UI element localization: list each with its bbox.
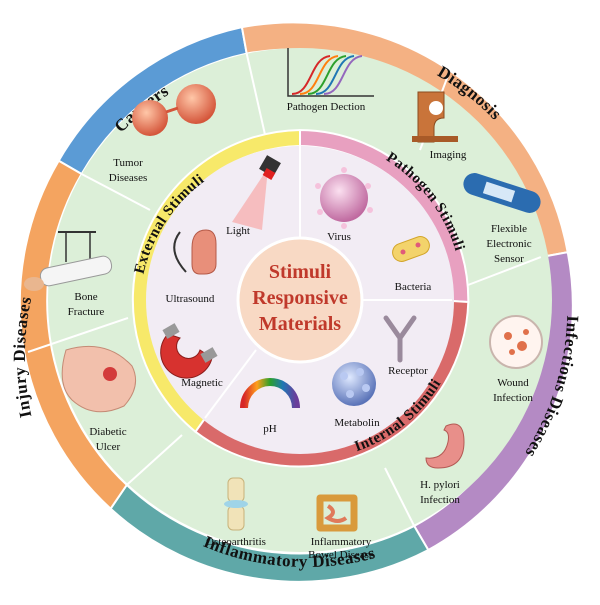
knee-joint-icon [224, 477, 248, 531]
label-bone-2: Fracture [68, 306, 105, 318]
label-bacteria: Bacteria [395, 281, 432, 293]
label-osteoarthritis: Osteoarthritis [206, 536, 266, 548]
label-sensor-1: Flexible [491, 223, 527, 235]
label-virus: Virus [327, 231, 351, 243]
label-wound-2: Infection [493, 392, 533, 404]
intestine-icon [316, 494, 358, 532]
label-pathogen-detection: Pathogen Dection [287, 101, 366, 113]
stomach-icon [425, 423, 465, 469]
label-ibd-2: Bowel Disease [308, 549, 374, 561]
metabolin-icon [332, 362, 376, 406]
label-ph: pH [263, 423, 277, 435]
magnetic-icon [160, 323, 218, 379]
label-bone-1: Bone [74, 291, 97, 303]
receptor-icon [383, 315, 417, 363]
bone-fracture-icon [24, 231, 113, 291]
label-sensor-3: Sensor [494, 253, 524, 265]
label-receptor: Receptor [388, 365, 428, 377]
stimuli-ring [131, 128, 470, 468]
ph-gauge-icon [240, 378, 300, 409]
light-icon [232, 155, 281, 230]
diabetic-foot-icon [61, 345, 137, 413]
label-magnetic: Magnetic [181, 377, 223, 389]
ultrasound-icon [173, 229, 217, 275]
label-tumor-1: Tumor [113, 157, 143, 169]
flexible-sensor-icon [463, 173, 541, 213]
center-circle [236, 236, 364, 364]
inner-dividers [204, 146, 452, 419]
label-hpylori-1: H. pylori [420, 479, 460, 491]
outer-ring [18, 21, 574, 583]
label-tumor-2: Diseases [109, 172, 148, 184]
label-metabolin: Metabolin [334, 417, 380, 429]
label-light: Light [226, 225, 250, 237]
imaging-scanner-icon [412, 91, 458, 143]
tumor-cells-icon [132, 84, 216, 136]
label-diabetic-2: Ulcer [96, 441, 121, 453]
label-ultrasound: Ultrasound [166, 293, 215, 305]
label-imaging: Imaging [430, 149, 467, 161]
label-ibd-1: Inflammatory [311, 536, 372, 548]
label-hpylori-2: Infection [420, 494, 460, 506]
label-diabetic-1: Diabetic [89, 426, 126, 438]
wound-petri-dish-icon [489, 315, 543, 369]
bacteria-icon [392, 236, 430, 262]
center-title-line1: Stimuli [269, 261, 332, 283]
center-title-line3: Materials [259, 313, 341, 335]
pathogen-detection-curves-icon [287, 48, 374, 97]
center-title-line2: Responsive [252, 287, 348, 309]
label-wound-1: Wound [497, 377, 529, 389]
virus-icon [315, 167, 373, 229]
segment-injury [18, 159, 129, 511]
label-sensor-2: Electronic [486, 238, 531, 250]
